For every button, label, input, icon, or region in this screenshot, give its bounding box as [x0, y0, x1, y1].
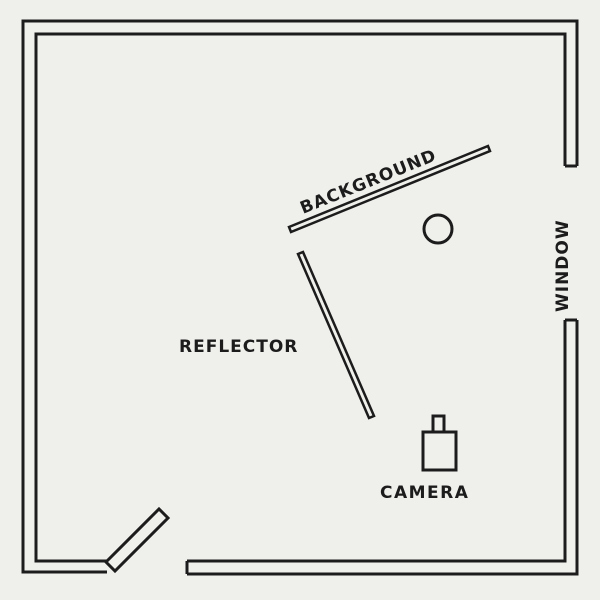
- background-board: [287, 144, 492, 234]
- door-panel: [103, 506, 171, 574]
- inner-wall-lower: [187, 320, 567, 563]
- outer-wall: [21, 19, 579, 574]
- reflector-board: [296, 250, 376, 420]
- room-walls: [21, 19, 579, 576]
- inner-wall: [34, 32, 567, 563]
- window-label: WINDOW: [553, 219, 573, 312]
- reflector-label: REFLECTOR: [179, 337, 298, 357]
- outer-wall-lower: [187, 320, 579, 576]
- camera-body: [421, 430, 458, 472]
- camera-icon: [421, 414, 458, 472]
- subject-circle: [422, 213, 454, 245]
- camera-label: CAMERA: [380, 483, 469, 503]
